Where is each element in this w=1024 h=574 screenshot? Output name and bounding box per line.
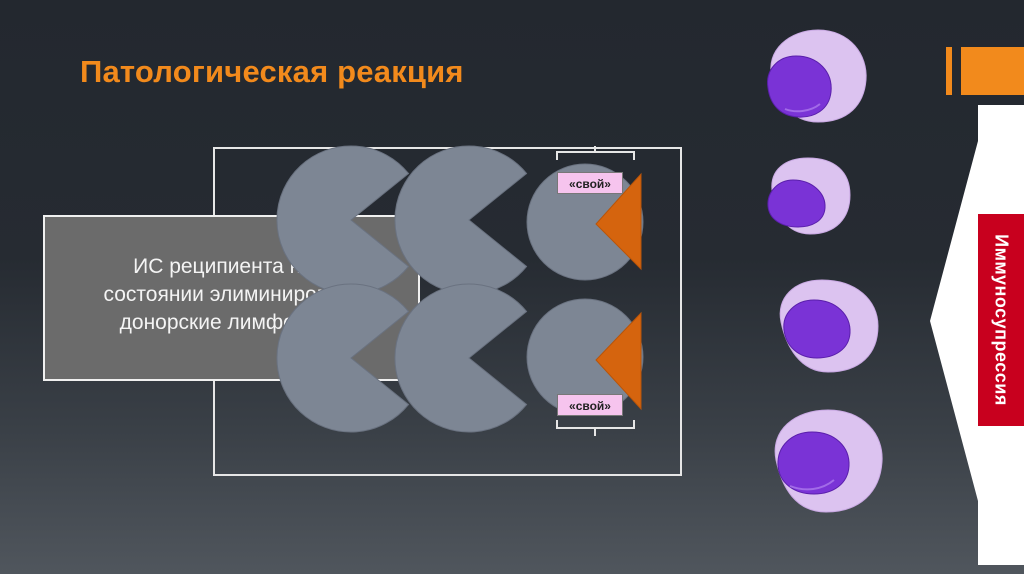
accent-bar-thick [961, 47, 1024, 95]
slide-title: Патологическая реакция [80, 54, 464, 89]
accent-bar-thin [946, 47, 952, 95]
lymphocyte [767, 157, 851, 235]
lymphocyte [779, 279, 879, 373]
bottom-bracket [556, 420, 635, 436]
self-label-bottom: «свой» [557, 394, 623, 416]
top-bracket [556, 146, 635, 160]
immunosuppression-label: Иммуносупрессия [991, 234, 1012, 406]
pacman-cell [394, 145, 528, 295]
self-label-top: «свой» [557, 172, 623, 194]
pacman-cell [276, 145, 410, 295]
pacman-cell [394, 283, 528, 433]
self-antigen-triangle [595, 311, 642, 411]
pacman-cell [276, 283, 410, 433]
lymphocyte [774, 409, 883, 513]
lymphocyte [767, 29, 867, 123]
immunosuppression-band: Иммуносупрессия [978, 214, 1024, 426]
self-antigen-triangle [595, 172, 642, 271]
